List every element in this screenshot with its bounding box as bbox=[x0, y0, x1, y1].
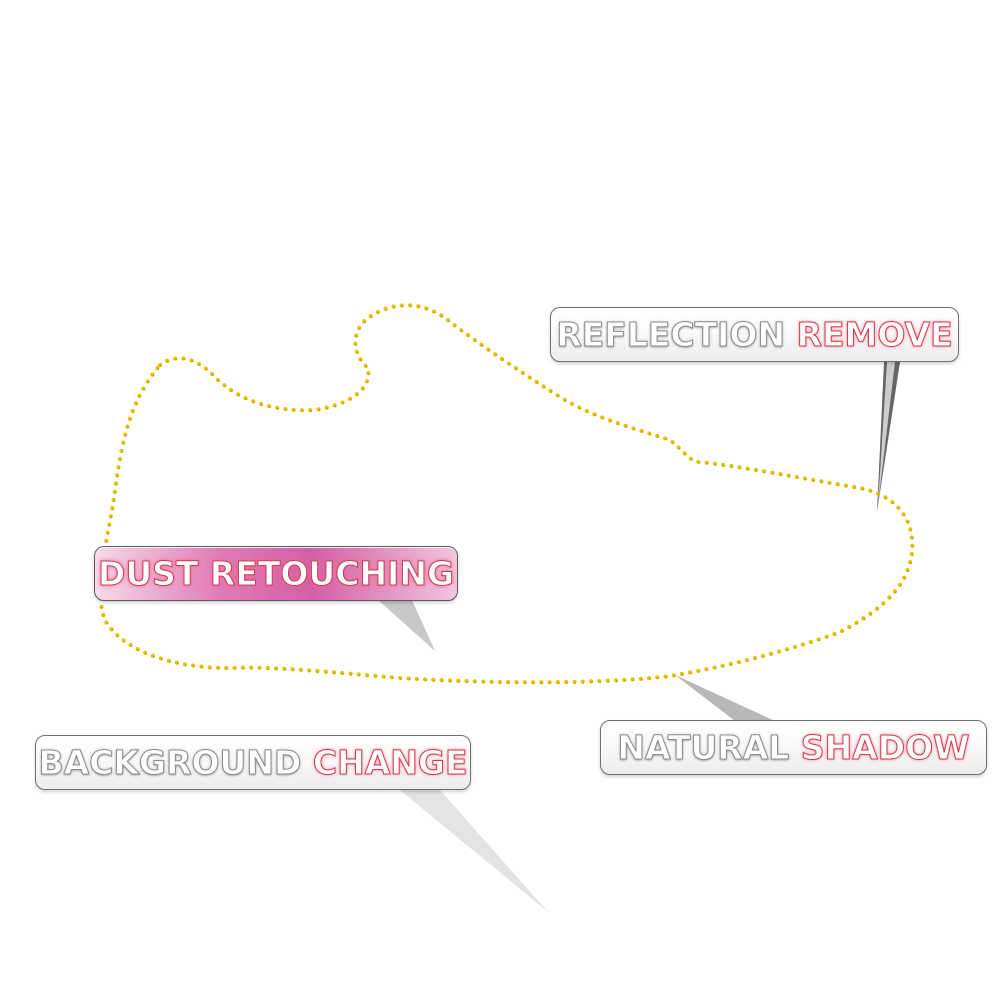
reflection-pointer-highlight bbox=[878, 362, 895, 505]
background-word2: CHANGE bbox=[312, 743, 468, 782]
shadow-gap bbox=[789, 731, 801, 764]
reflection-word1: REFLECTION bbox=[556, 315, 786, 354]
reflection-gap bbox=[785, 318, 797, 351]
background-pointer bbox=[400, 790, 548, 912]
natural-shadow-label: NATURAL SHADOW bbox=[600, 720, 987, 775]
dust-text: DUST RETOUCHING bbox=[97, 554, 455, 593]
background-word1: BACKGROUND bbox=[38, 743, 302, 782]
shoe-selection-outline bbox=[98, 303, 915, 685]
reflection-remove-label: REFLECTION REMOVE bbox=[550, 307, 959, 362]
reflection-pointer bbox=[877, 362, 900, 512]
shadow-pointer bbox=[675, 675, 775, 721]
shadow-word1: NATURAL bbox=[617, 728, 790, 767]
shadow-word2: SHADOW bbox=[800, 728, 970, 767]
shoe-selection-outline-shade bbox=[100, 305, 914, 684]
background-change-label: BACKGROUND CHANGE bbox=[35, 735, 471, 790]
dust-retouching-label: DUST RETOUCHING bbox=[94, 546, 458, 601]
dust-pointer bbox=[378, 600, 435, 651]
background-gap bbox=[301, 746, 313, 779]
reflection-word2: REMOVE bbox=[796, 315, 953, 354]
